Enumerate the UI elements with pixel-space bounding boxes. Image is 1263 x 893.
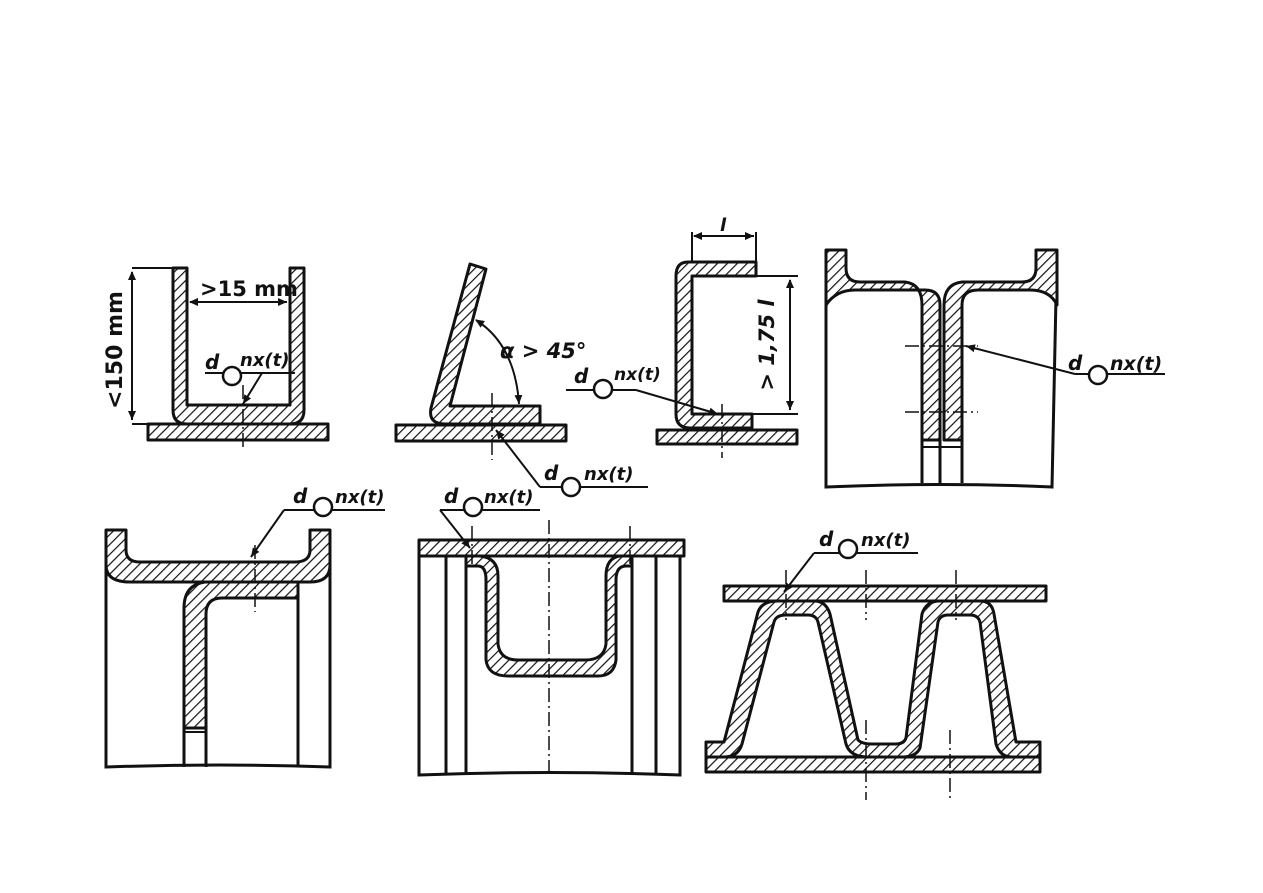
vertical-angle-section <box>182 580 300 730</box>
weld-d-label: d <box>819 527 834 551</box>
weld-d-label: d <box>1068 351 1083 375</box>
top-plate <box>722 584 1048 603</box>
c-profile-section <box>674 260 758 430</box>
angle-label: α > 45° <box>500 339 586 363</box>
height-max-label: <150 mm <box>103 291 128 409</box>
weld-nx-label: nx(t) <box>1110 353 1162 375</box>
figure-trapezoid-core: d nx(t) <box>704 527 1048 800</box>
weld-d-label: d <box>444 484 459 508</box>
weld-symbol-circle <box>560 476 582 498</box>
weld-symbol-circle <box>221 365 243 387</box>
weld-nx-label: nx(t) <box>584 464 633 485</box>
top-plate <box>417 538 686 558</box>
left-angle-section <box>824 248 942 442</box>
base-plate <box>655 428 799 446</box>
weld-d-label: d <box>205 350 220 374</box>
base-plate <box>146 422 330 442</box>
weld-d-label: d <box>544 461 559 485</box>
weld-symbol-circle <box>592 378 614 400</box>
width-min-label: >15 mm <box>200 277 298 301</box>
height-ratio-label: > 1,75 l <box>755 299 779 391</box>
weld-nx-label: nx(t) <box>861 530 910 551</box>
weld-d-label: d <box>293 484 308 508</box>
weld-symbol-circle <box>1087 364 1109 386</box>
weld-symbol-circle <box>312 496 334 518</box>
base-plate <box>394 423 568 443</box>
u-channel-section <box>171 266 306 426</box>
figure-angled-flange: α > 45° d nx(t) <box>394 262 648 498</box>
weld-symbol-circle <box>462 496 484 518</box>
weld-nx-label: nx(t) <box>240 350 289 371</box>
top-channel-section <box>104 528 332 584</box>
bottom-plate <box>704 755 1042 774</box>
weld-d-label: d <box>574 364 589 388</box>
weld-nx-label: nx(t) <box>484 487 533 508</box>
weld-nx-label: nx(t) <box>614 365 661 385</box>
weld-symbol-circle <box>837 538 859 560</box>
weld-nx-label: nx(t) <box>335 487 384 508</box>
figure-hat-section: d nx(t) <box>417 484 686 778</box>
figure-frame-angle: d nx(t) <box>104 484 385 769</box>
right-angle-section <box>942 248 1059 442</box>
length-l-label: l <box>720 215 727 236</box>
corrugated-core-section <box>704 599 1042 759</box>
figure-t-joint: d nx(t) <box>824 248 1165 489</box>
figure-c-profile: l > 1,75 l d nx(t) <box>566 215 799 458</box>
figure-u-channel: <150 mm >15 mm d nx(t) <box>103 266 330 448</box>
angled-flange-section <box>429 262 542 426</box>
